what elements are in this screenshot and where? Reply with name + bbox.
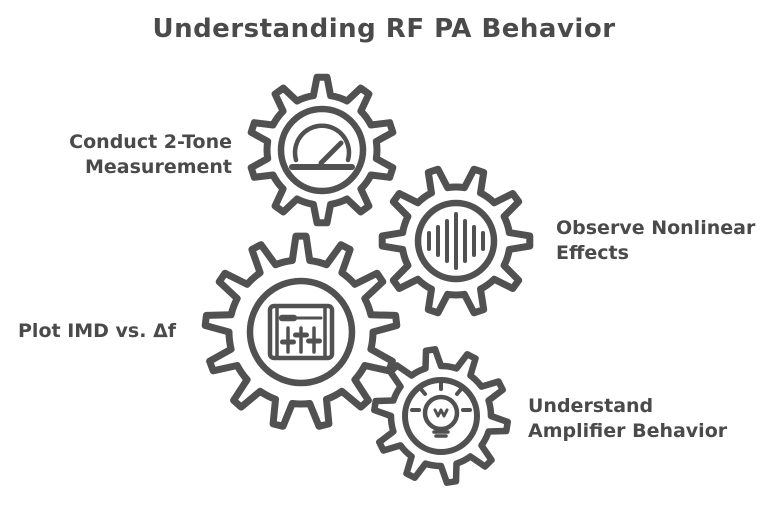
lightbulb-icon <box>410 380 472 438</box>
gear-understand-amplifier-behavior <box>371 346 511 486</box>
gear-conduct-2tone-measurement <box>247 73 397 227</box>
waveform-icon <box>427 212 485 270</box>
gear-plot-imd-vs-delta-f <box>201 232 401 430</box>
gear-observe-nonlinear-effects <box>378 165 534 317</box>
mixer-icon <box>267 303 335 361</box>
label-plot-imd-vs-delta-f: Plot IMD vs. Δf <box>18 320 177 342</box>
gauge-icon <box>289 123 355 170</box>
gear-hub <box>277 105 367 195</box>
label-observe-nonlinear-effects: Observe Nonlinear Effects <box>556 217 756 264</box>
page-title: Understanding RF PA Behavior <box>152 14 616 44</box>
label-conduct-2tone-measurement: Conduct 2-Tone Measurement <box>69 131 232 178</box>
label-understand-amplifier-behavior: Understand Amplifier Behavior <box>528 395 728 442</box>
